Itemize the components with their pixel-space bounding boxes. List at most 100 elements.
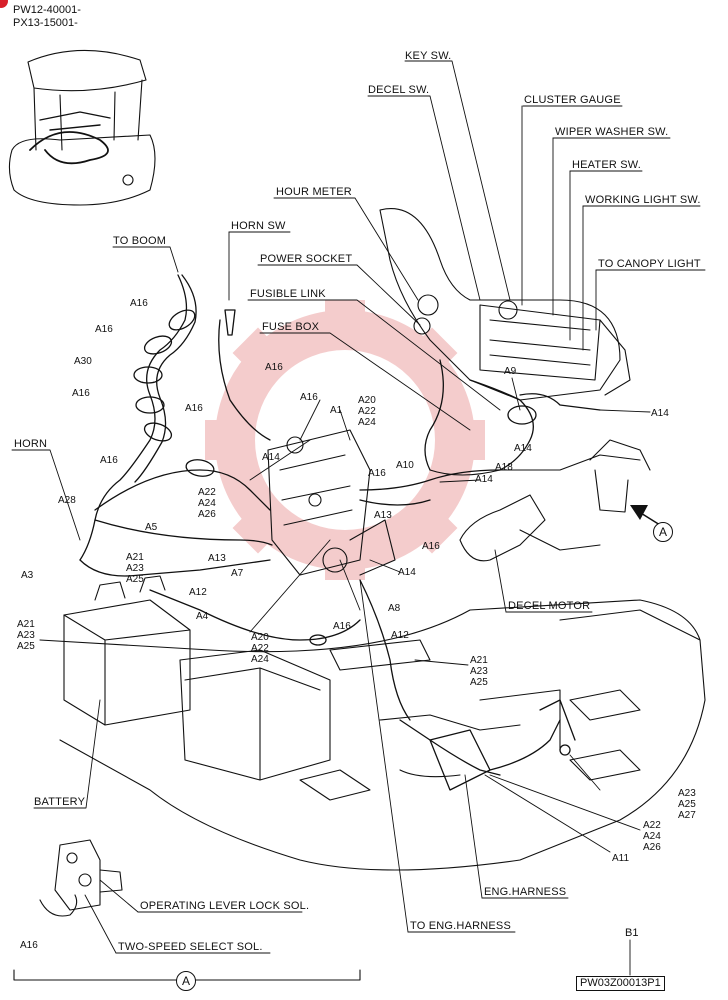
part-stack-a21-a23-a25-right: A21 A23 A25	[470, 655, 488, 688]
floor-frame	[39, 599, 706, 871]
part-stack-a20-a22-a24-bottom: A20 A22 A24	[251, 632, 269, 665]
part-a26: A26	[198, 509, 216, 520]
part-a14: A14	[398, 567, 416, 578]
part-stack-a22-a24-a26-far: A22 A24 A26	[643, 820, 661, 853]
part-a24: A24	[643, 831, 661, 842]
callout-to-canopy-light: TO CANOPY LIGHT	[598, 258, 701, 270]
part-stack-a22-a24-a26-mid: A22 A24 A26	[198, 487, 216, 520]
part-a22: A22	[198, 487, 216, 498]
part-a24: A24	[358, 417, 376, 428]
part-a14: A14	[651, 408, 669, 419]
callout-hour-meter: HOUR METER	[276, 186, 352, 198]
serial-range-1: PW12-40001-	[13, 4, 81, 16]
callout-horn: HORN	[14, 438, 48, 450]
callout-to-boom: TO BOOM	[113, 235, 167, 247]
part-a28: A28	[58, 495, 76, 506]
part-a16: A16	[185, 403, 203, 414]
part-a22: A22	[643, 820, 661, 831]
part-a16: A16	[422, 541, 440, 552]
part-a1: A1	[330, 405, 343, 416]
part-a3: A3	[21, 570, 34, 581]
part-a16: A16	[300, 392, 318, 403]
part-a21: A21	[126, 552, 144, 563]
part-a11: A11	[612, 853, 630, 864]
part-a23: A23	[470, 666, 488, 677]
part-a22: A22	[358, 406, 376, 417]
part-a27: A27	[678, 810, 696, 821]
callout-key-sw: KEY SW.	[405, 50, 452, 62]
part-a20: A20	[251, 632, 269, 643]
callout-cluster-gauge: CLUSTER GAUGE	[524, 94, 621, 106]
harness-wires	[79, 274, 601, 791]
callout-decel-motor: DECEL MOTOR	[508, 600, 591, 612]
callout-two-speed-select-sol: TWO-SPEED SELECT SOL.	[118, 941, 263, 953]
callout-power-socket: POWER SOCKET	[260, 253, 353, 265]
part-a26: A26	[643, 842, 661, 853]
part-a23: A23	[17, 630, 35, 641]
part-a22: A22	[251, 643, 269, 654]
callout-operating-lever-lock-sol: OPERATING LEVER LOCK SOL.	[140, 900, 310, 912]
part-a25: A25	[17, 641, 35, 652]
part-a18: A18	[495, 462, 513, 473]
callout-to-eng-harness: TO ENG.HARNESS	[410, 920, 512, 932]
callout-working-light-sw: WORKING LIGHT SW.	[585, 194, 701, 206]
part-a30: A30	[74, 356, 92, 367]
part-a8: A8	[388, 603, 401, 614]
callout-heater-sw: HEATER SW.	[572, 159, 642, 171]
leader-lines	[11, 60, 706, 976]
part-a16: A16	[130, 298, 148, 309]
decel-motor-drawing	[429, 439, 651, 562]
callout-eng-harness: ENG.HARNESS	[484, 886, 567, 898]
part-a16: A16	[95, 324, 113, 335]
view-a-label: A	[176, 971, 196, 991]
part-a5: A5	[145, 522, 158, 533]
part-a25: A25	[126, 574, 144, 585]
part-a12: A12	[391, 630, 409, 641]
part-a16: A16	[265, 362, 283, 373]
part-a23: A23	[126, 563, 144, 574]
callout-fusible-link: FUSIBLE LINK	[250, 288, 326, 300]
part-a23: A23	[678, 788, 696, 799]
part-a25: A25	[470, 677, 488, 688]
part-a16: A16	[20, 940, 38, 951]
part-a13: A13	[374, 510, 392, 521]
switch-panel-drawing	[379, 208, 631, 401]
part-a25: A25	[678, 799, 696, 810]
part-a20: A20	[358, 395, 376, 406]
callout-wiper-washer-sw: WIPER WASHER SW.	[555, 126, 669, 138]
part-stack-a21-a23-a25-left: A21 A23 A25	[126, 552, 144, 585]
part-a16: A16	[368, 468, 386, 479]
callout-decel-sw: DECEL SW.	[368, 84, 430, 96]
part-a24: A24	[251, 654, 269, 665]
part-a16: A16	[333, 621, 351, 632]
part-stack-a23-a25-a27: A23 A25 A27	[678, 788, 696, 821]
serial-range-2: PX13-15001-	[13, 17, 78, 29]
view-a-marker: A	[653, 522, 673, 542]
part-a21: A21	[17, 619, 35, 630]
corner-mark	[0, 0, 8, 8]
machine-inset	[8, 49, 156, 206]
part-a14: A14	[475, 474, 493, 485]
part-a10: A10	[396, 460, 414, 471]
part-a7: A7	[231, 568, 244, 579]
part-a4: A4	[196, 611, 209, 622]
part-a14: A14	[514, 443, 532, 454]
callout-fuse-box: FUSE BOX	[262, 321, 320, 333]
view-a-arrow	[630, 505, 661, 526]
part-a21: A21	[470, 655, 488, 666]
callout-horn-sw: HORN SW	[231, 220, 286, 232]
part-stack-a20-a22-a24-top: A20 A22 A24	[358, 395, 376, 428]
part-a16: A16	[72, 388, 90, 399]
drawing-number: PW03Z00013P1	[576, 976, 665, 991]
part-a12: A12	[189, 587, 207, 598]
part-a24: A24	[198, 498, 216, 509]
part-a16: A16	[100, 455, 118, 466]
part-a14: A14	[262, 452, 280, 463]
fuse-box-drawing	[267, 429, 396, 576]
part-a13: A13	[208, 553, 226, 564]
watermark-gear	[205, 300, 485, 580]
part-stack-a21-a23-a25-battery: A21 A23 A25	[17, 619, 35, 652]
battery-drawing	[63, 575, 191, 726]
